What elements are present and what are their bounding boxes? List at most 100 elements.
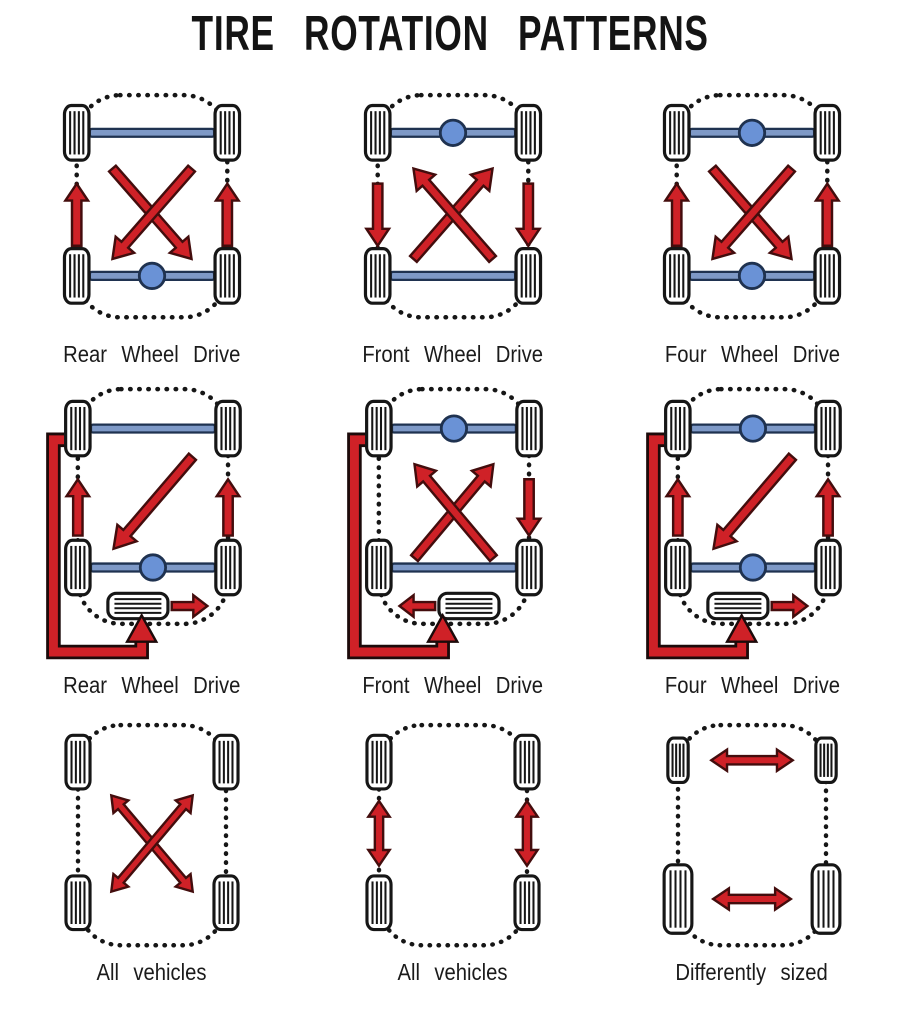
tire-rear-left bbox=[63, 874, 92, 932]
tire-rear-right bbox=[810, 863, 842, 935]
tire-front-left bbox=[63, 399, 92, 458]
differential bbox=[137, 261, 166, 290]
rear-axle bbox=[389, 270, 517, 281]
rear-axle bbox=[688, 261, 816, 290]
rotation-arrow bbox=[62, 181, 90, 247]
rear-axle bbox=[390, 562, 518, 573]
tire-front-left bbox=[662, 103, 691, 162]
tire-rear-left bbox=[363, 246, 392, 305]
rotation-arrow bbox=[711, 886, 793, 912]
diagram-grid: Rear Wheel Drive Front Wheel Drive Four … bbox=[0, 68, 901, 1006]
front-axle bbox=[89, 423, 216, 434]
tire-rear-left bbox=[662, 246, 691, 305]
diagram-four-wheel-drive-4tire: Four Wheel Drive bbox=[603, 68, 901, 368]
tire-front-right bbox=[213, 399, 242, 458]
car-outline bbox=[675, 722, 829, 948]
tire-rear-right bbox=[213, 538, 242, 597]
diagram-front-wheel-drive-spare: Front Wheel Drive bbox=[303, 368, 603, 700]
tire-rear-left bbox=[63, 538, 92, 597]
rotation-arrow bbox=[515, 478, 543, 538]
differential bbox=[737, 261, 767, 290]
title-wrap: TIRE ROTATION PATTERNS bbox=[0, 6, 901, 68]
tire-rear-left bbox=[662, 863, 694, 935]
differential bbox=[737, 118, 767, 147]
car-outline bbox=[75, 722, 228, 948]
tire-front-right bbox=[513, 733, 541, 791]
tire-front-left bbox=[664, 399, 692, 458]
rotation-arrow bbox=[814, 477, 842, 537]
front-axle bbox=[689, 414, 817, 443]
diagram-caption: All vehicles bbox=[96, 959, 207, 986]
rotation-arrow bbox=[364, 182, 392, 248]
car-diagram-all-vehicles-straight bbox=[365, 722, 541, 948]
front-axle bbox=[389, 118, 517, 147]
rotation-arrow bbox=[514, 182, 542, 248]
tire-rear-right bbox=[514, 246, 543, 305]
rotation-arrow bbox=[813, 181, 841, 247]
spare-tire bbox=[105, 591, 170, 621]
diagram-caption: Four Wheel Drive bbox=[664, 341, 840, 367]
rotation-arrow bbox=[63, 477, 91, 537]
rotation-arrow bbox=[213, 477, 242, 537]
tire-front-right bbox=[211, 733, 240, 791]
diagram-rear-wheel-drive-spare: Rear Wheel Drive bbox=[0, 368, 303, 700]
differential bbox=[438, 118, 468, 147]
tire-rear-left bbox=[365, 538, 393, 597]
differential bbox=[738, 414, 768, 443]
rotation-arrow bbox=[664, 477, 692, 537]
car-diagram-rear-wheel-drive-spare bbox=[45, 386, 242, 660]
spare-tire bbox=[706, 591, 770, 621]
car-outline bbox=[376, 722, 530, 948]
diagram-four-wheel-drive-spare: Four Wheel Drive bbox=[603, 368, 901, 700]
diagram-caption: Four Wheel Drive bbox=[664, 671, 840, 698]
differential bbox=[738, 553, 768, 582]
rotation-arrow bbox=[411, 166, 498, 264]
tire-rear-left bbox=[365, 874, 393, 932]
page-title: TIRE ROTATION PATTERNS bbox=[191, 7, 710, 61]
rear-axle bbox=[689, 553, 817, 582]
rotation-arrow bbox=[710, 163, 797, 261]
tire-front-right bbox=[514, 103, 543, 162]
diagram-rear-wheel-drive-4tire: Rear Wheel Drive bbox=[0, 68, 303, 368]
loop-arrow-frontleft-to-spare bbox=[45, 432, 158, 660]
tire-front-right bbox=[515, 399, 543, 458]
spare-tire bbox=[437, 591, 501, 621]
rotation-arrow bbox=[709, 747, 795, 774]
front-axle bbox=[88, 127, 215, 138]
tire-front-right bbox=[814, 399, 842, 458]
rear-axle bbox=[89, 553, 216, 582]
car-diagram-front-wheel-drive bbox=[363, 92, 543, 320]
loop-arrow-frontleft-to-spare bbox=[646, 432, 759, 660]
front-axle bbox=[390, 414, 518, 443]
rotation-arrow bbox=[413, 462, 499, 563]
tire-rear-left bbox=[62, 246, 91, 305]
tire-front-left bbox=[63, 733, 92, 791]
tire-front-left bbox=[666, 736, 690, 785]
rotation-arrow bbox=[397, 592, 437, 620]
diagram-front-wheel-drive-4tire: Front Wheel Drive bbox=[303, 68, 603, 368]
car-outline bbox=[376, 386, 532, 627]
diagram-caption: Rear Wheel Drive bbox=[62, 341, 241, 367]
rotation-arrow bbox=[111, 451, 198, 551]
rotation-arrow bbox=[366, 798, 392, 868]
rotation-arrow bbox=[663, 181, 691, 247]
car-diagram-all-vehicles-cross bbox=[63, 722, 240, 948]
diagram-differently-sized: Differently sized bbox=[603, 700, 901, 1006]
tire-rear-right bbox=[211, 874, 240, 932]
diagram-caption: Front Wheel Drive bbox=[362, 341, 544, 367]
rotation-arrow bbox=[514, 798, 540, 868]
rotation-arrow bbox=[110, 163, 197, 261]
front-axle bbox=[688, 118, 816, 147]
rotation-arrow bbox=[711, 451, 798, 551]
diagram-caption: Front Wheel Drive bbox=[362, 671, 544, 698]
rotation-arrow bbox=[770, 592, 810, 620]
car-diagram-four-wheel-drive-spare bbox=[646, 386, 842, 660]
loop-arrow-frontleft-to-spare bbox=[347, 432, 460, 660]
rear-axle bbox=[88, 261, 215, 290]
differential bbox=[439, 414, 469, 443]
car-diagram-rear-wheel-drive bbox=[62, 92, 241, 320]
tire-front-left bbox=[365, 733, 393, 791]
tire-rear-right bbox=[515, 538, 543, 597]
car-diagram-front-wheel-drive-spare bbox=[347, 386, 543, 660]
